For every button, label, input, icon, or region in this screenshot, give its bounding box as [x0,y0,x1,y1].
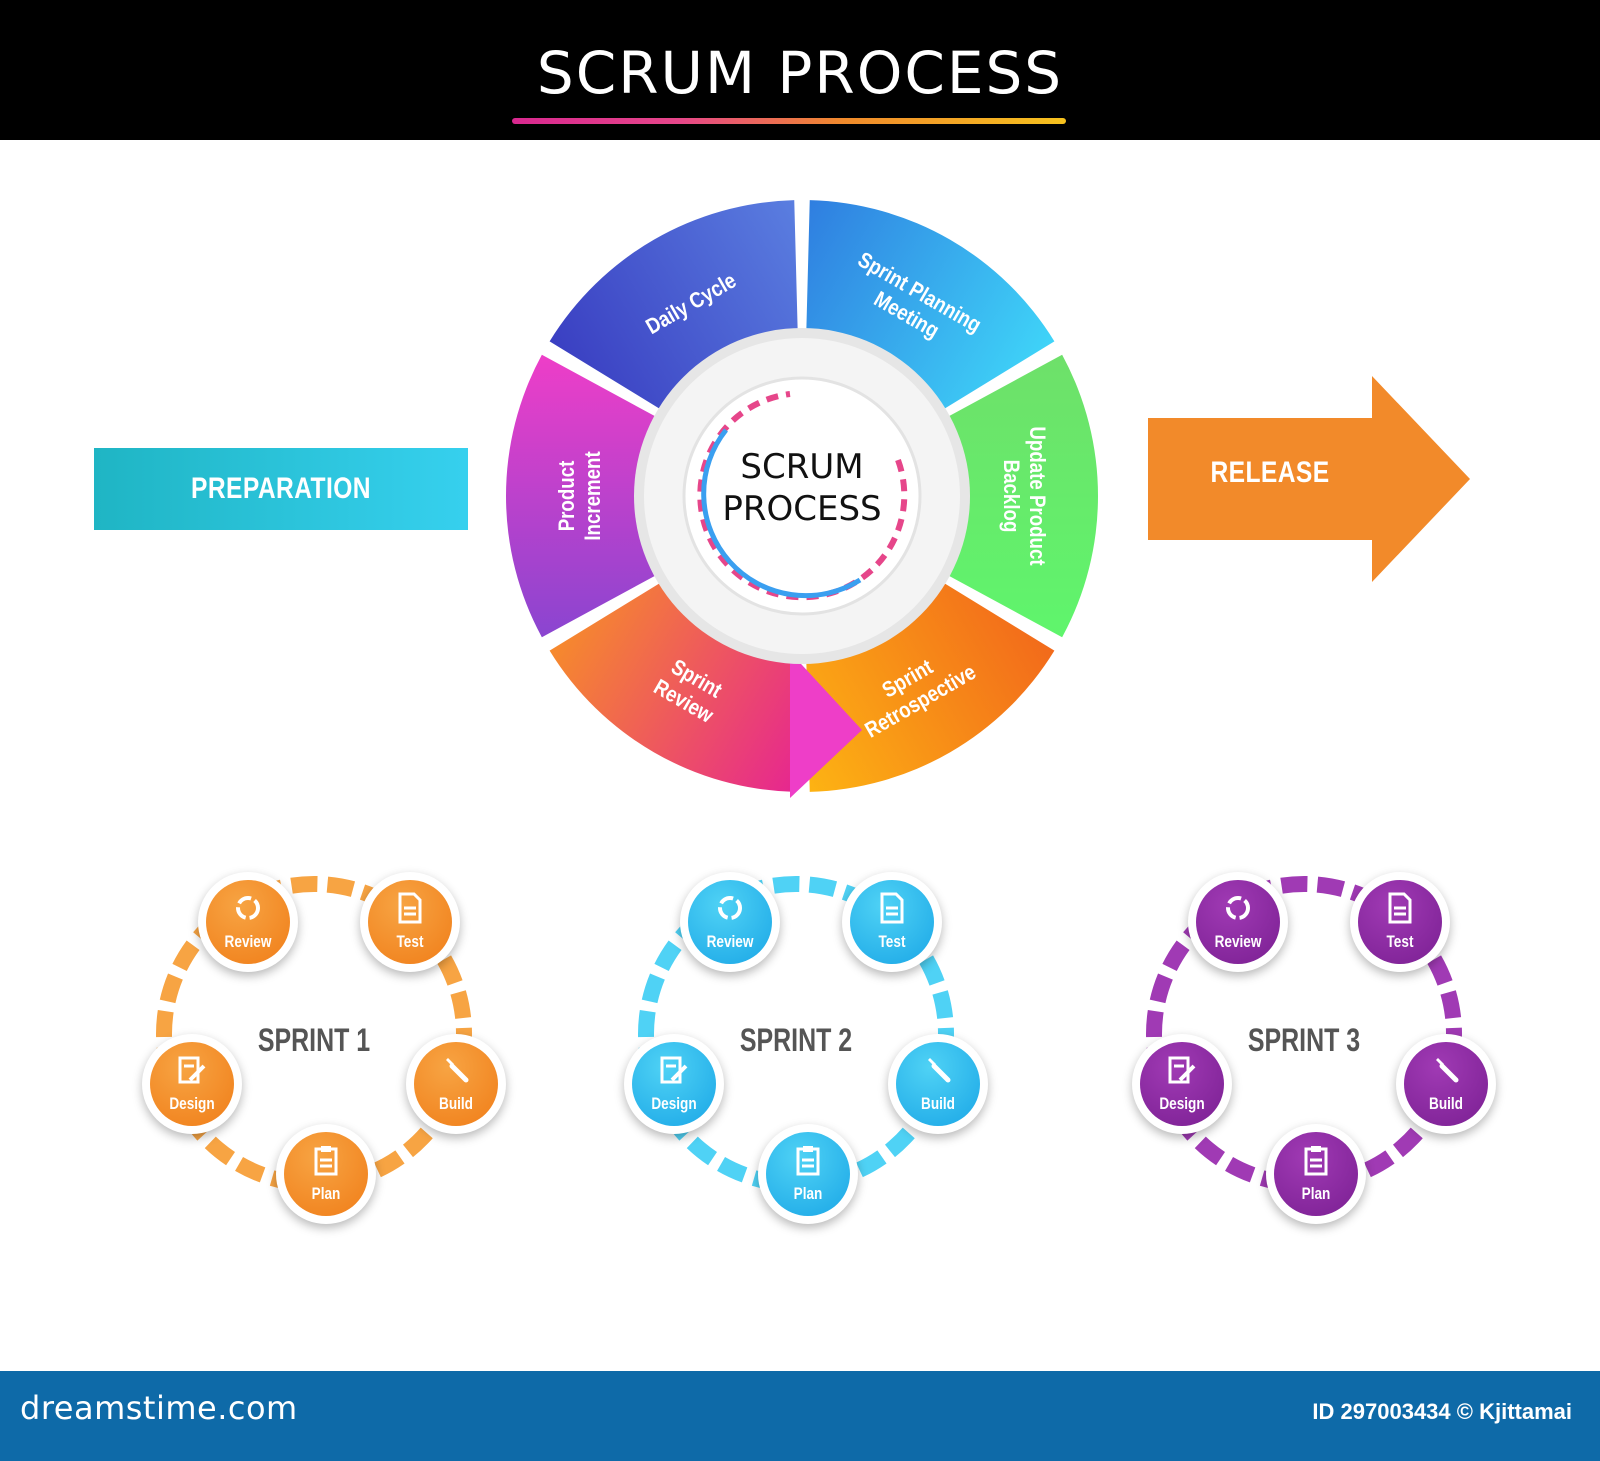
wheel-segment-text: Product [556,461,580,532]
sprint-node-label: Review [224,932,272,951]
sprint-node-test: Test [1350,872,1450,972]
wheel-center-face [682,376,922,616]
sprint-node-face: Test [1358,880,1442,964]
sprint-node-face: Plan [284,1132,368,1216]
sprint-node-test: Test [842,872,942,972]
wheel-segment-5 [505,354,671,638]
sprint-node-face: Build [414,1042,498,1126]
header-bar [0,0,1600,140]
wheel-segment-4 [549,574,799,792]
wheel-segment-6 [549,200,799,418]
design-icon [178,1056,206,1084]
wheel-segment-text: Increment [582,451,606,541]
design-icon [1168,1056,1196,1084]
sprint-node-label: Build [1429,1094,1463,1113]
sprint-node-label: Build [921,1094,955,1113]
sprint-label: SPRINT 2 [739,1022,853,1058]
preparation-banner: PREPARATION [94,448,468,530]
sprint-node-label: Plan [311,1184,341,1203]
sprint-node-design: Design [142,1034,242,1134]
sprint-node-face: Build [1404,1042,1488,1126]
footer-bar: dreamstime.com ID 297003434 © Kjittamai [0,1371,1600,1461]
wheel-segment-text: Backlog [999,460,1023,533]
document-icon [398,892,422,924]
wheel-center-arc-blue [701,428,862,599]
cycle-icon [718,896,742,920]
footer-image-id: ID 297003434 © Kjittamai [1312,1399,1572,1424]
sprint-node-label: Design [651,1094,697,1113]
wheel-segment-3 [805,574,1055,792]
sprint-node-label: Plan [1301,1184,1331,1203]
sprint-node-label: Review [706,932,754,951]
release-label: RELEASE [1210,456,1330,489]
wrench-icon [446,1058,469,1083]
wheel-segment-1 [805,200,1055,418]
wheel-segment-text: Update Product [1025,426,1049,565]
wrench-icon [1436,1058,1459,1083]
release-banner: RELEASE [1150,450,1390,496]
sprint-node-label: Plan [793,1184,823,1203]
sprint-node-label: Design [1159,1094,1205,1113]
sprint-node-face: Build [896,1042,980,1126]
product-increment-arrow-tip [790,652,862,798]
sprint-node-face: Review [688,880,772,964]
preparation-label: PREPARATION [191,472,371,505]
release-arrow [1148,376,1470,582]
sprint-node-face: Review [206,880,290,964]
sprint-node-label: Test [396,932,424,951]
sprint-node-review: Review [198,872,298,972]
footer-logo: dreamstime.com [20,1389,298,1427]
title-underline [512,118,1066,124]
document-icon [880,892,904,924]
sprint-node-plan: Plan [758,1124,858,1224]
design-icon [660,1056,688,1084]
sprint-node-face: Design [632,1042,716,1126]
sprint-label: SPRINT 3 [1247,1022,1361,1058]
sprint-node-build: Build [888,1034,988,1134]
page-title: SCRUM PROCESS [536,39,1064,107]
sprint-node-label: Design [169,1094,215,1113]
scrum-wheel: SCRUM PROCESS Sprint PlanningMeetingUpda… [505,200,1098,798]
sprint-node-face: Review [1196,880,1280,964]
sprint-node-face: Plan [766,1132,850,1216]
sprint-node-label: Test [1386,932,1414,951]
clipboard-icon [314,1146,338,1176]
wheel-segment-2 [933,354,1098,638]
sprint-node-build: Build [1396,1034,1496,1134]
sprint-node-review: Review [1188,872,1288,972]
clipboard-icon [796,1146,820,1176]
cycle-icon [236,896,260,920]
wrench-icon [928,1058,951,1083]
sprint-label: SPRINT 1 [257,1022,371,1058]
sprint-node-test: Test [360,872,460,972]
sprint-node-face: Plan [1274,1132,1358,1216]
cycle-icon [1226,896,1250,920]
wheel-center-line2: PROCESS [722,489,881,529]
sprint-node-label: Review [1214,932,1262,951]
clipboard-icon [1304,1146,1328,1176]
sprint-node-face: Design [150,1042,234,1126]
sprint-node-build: Build [406,1034,506,1134]
sprint-node-face: Test [368,880,452,964]
sprint-node-face: Design [1140,1042,1224,1126]
sprint-node-design: Design [624,1034,724,1134]
wheel-center-line1: SCRUM [740,447,863,487]
sprint-node-label: Build [439,1094,473,1113]
sprint-node-face: Test [850,880,934,964]
sprint-node-label: Test [878,932,906,951]
sprint-node-review: Review [680,872,780,972]
sprint-node-plan: Plan [1266,1124,1366,1224]
sprint-node-design: Design [1132,1034,1232,1134]
document-icon [1388,892,1412,924]
sprint-node-plan: Plan [276,1124,376,1224]
